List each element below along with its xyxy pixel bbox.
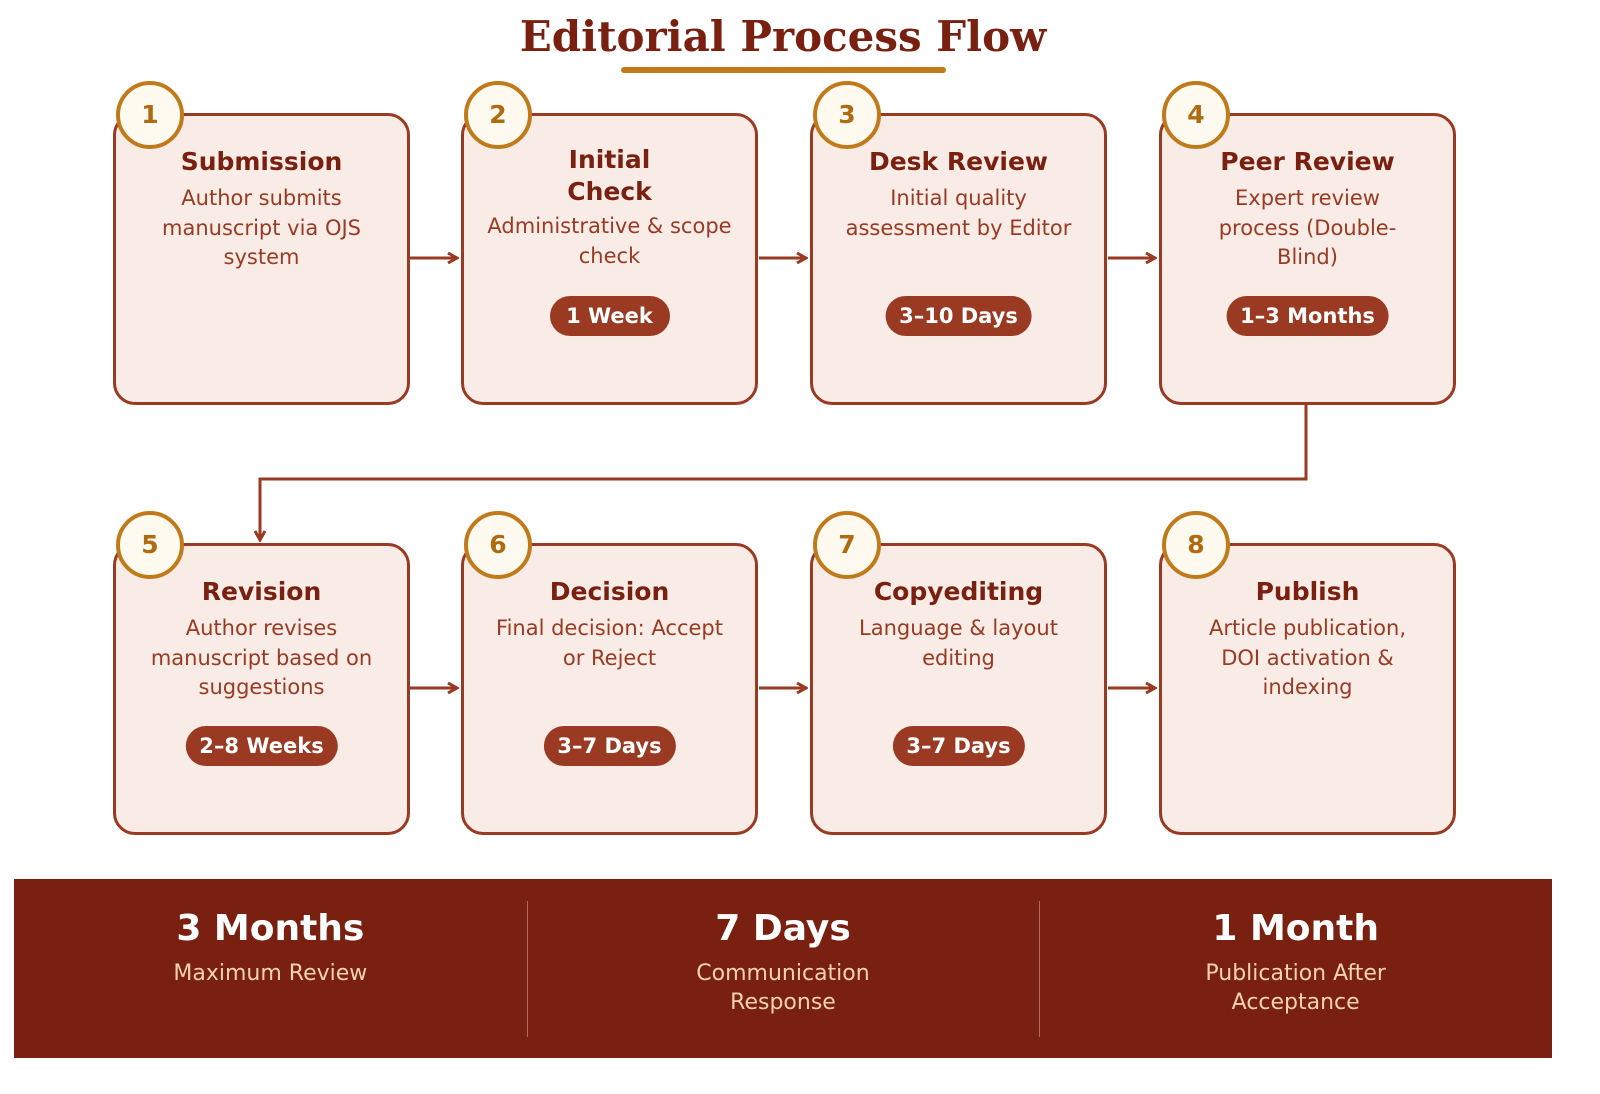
step-card: Copyediting Language & layout editing 3–7…: [810, 543, 1107, 835]
step-title: Publish: [1255, 577, 1360, 606]
stat-value: 7 Days: [715, 908, 851, 949]
summary-bar: 3 Months Maximum Review 7 Days Communica…: [14, 879, 1552, 1058]
step-number-badge: 4: [1162, 81, 1230, 149]
step-description: Author submits manuscript via OJS system: [162, 186, 361, 269]
step-number-badge: 1: [116, 81, 184, 149]
step-number-badge: 8: [1162, 511, 1230, 579]
step-title: Desk Review: [868, 147, 1049, 176]
stat-max-review: 3 Months Maximum Review: [14, 879, 527, 1058]
duration-badge: 3–7 Days: [892, 726, 1025, 766]
step-description: Article publication, DOI activation & in…: [1209, 616, 1406, 699]
step-title: Peer Review: [1220, 147, 1395, 176]
stat-label: Communication Response: [696, 961, 870, 1015]
step-number-badge: 3: [813, 81, 881, 149]
page-title: Editorial Process Flow: [519, 12, 1047, 61]
step-title: Decision: [549, 577, 670, 606]
stat-label: Publication After Acceptance: [1205, 961, 1386, 1015]
duration-badge: 2–8 Weeks: [185, 726, 338, 766]
step-card: Initial Check Administrative & scope che…: [461, 113, 758, 405]
step-card: Desk Review Initial quality assessment b…: [810, 113, 1107, 405]
duration-badge: 1 Week: [549, 296, 670, 336]
step-number-badge: 7: [813, 511, 881, 579]
step-number-badge: 6: [464, 511, 532, 579]
step-title: Submission: [180, 147, 343, 176]
step-card: Submission Author submits manuscript via…: [113, 113, 410, 405]
step-card: Publish Article publication, DOI activat…: [1159, 543, 1456, 835]
step-description: Expert review process (Double-Blind): [1218, 186, 1397, 269]
step-description: Administrative & scope check: [487, 214, 732, 268]
step-title: Copyediting: [873, 577, 1044, 606]
step-number-badge: 2: [464, 81, 532, 149]
duration-badge: 3–10 Days: [885, 296, 1032, 336]
step-title: Revision: [201, 577, 322, 606]
step-card: Revision Author revises manuscript based…: [113, 543, 410, 835]
step-card: Decision Final decision: Accept or Rejec…: [461, 543, 758, 835]
stat-value: 1 Month: [1212, 908, 1379, 949]
step-description: Language & layout editing: [859, 616, 1058, 670]
step-description: Final decision: Accept or Reject: [496, 616, 723, 670]
step-title: Initial Check: [567, 145, 652, 206]
step-description: Author revises manuscript based on sugge…: [150, 616, 373, 699]
duration-badge: 3–7 Days: [543, 726, 676, 766]
step-card: Peer Review Expert review process (Doubl…: [1159, 113, 1456, 405]
stat-value: 3 Months: [176, 908, 365, 949]
arrow-4-5: [260, 404, 1308, 540]
stat-communication: 7 Days Communication Response: [526, 879, 1040, 1058]
step-description: Initial quality assessment by Editor: [845, 186, 1072, 240]
stat-publication: 1 Month Publication After Acceptance: [1039, 879, 1552, 1058]
duration-badge: 1–3 Months: [1226, 296, 1389, 336]
step-number-badge: 5: [116, 511, 184, 579]
title-underline: [621, 67, 946, 73]
stat-label: Maximum Review: [173, 961, 368, 986]
